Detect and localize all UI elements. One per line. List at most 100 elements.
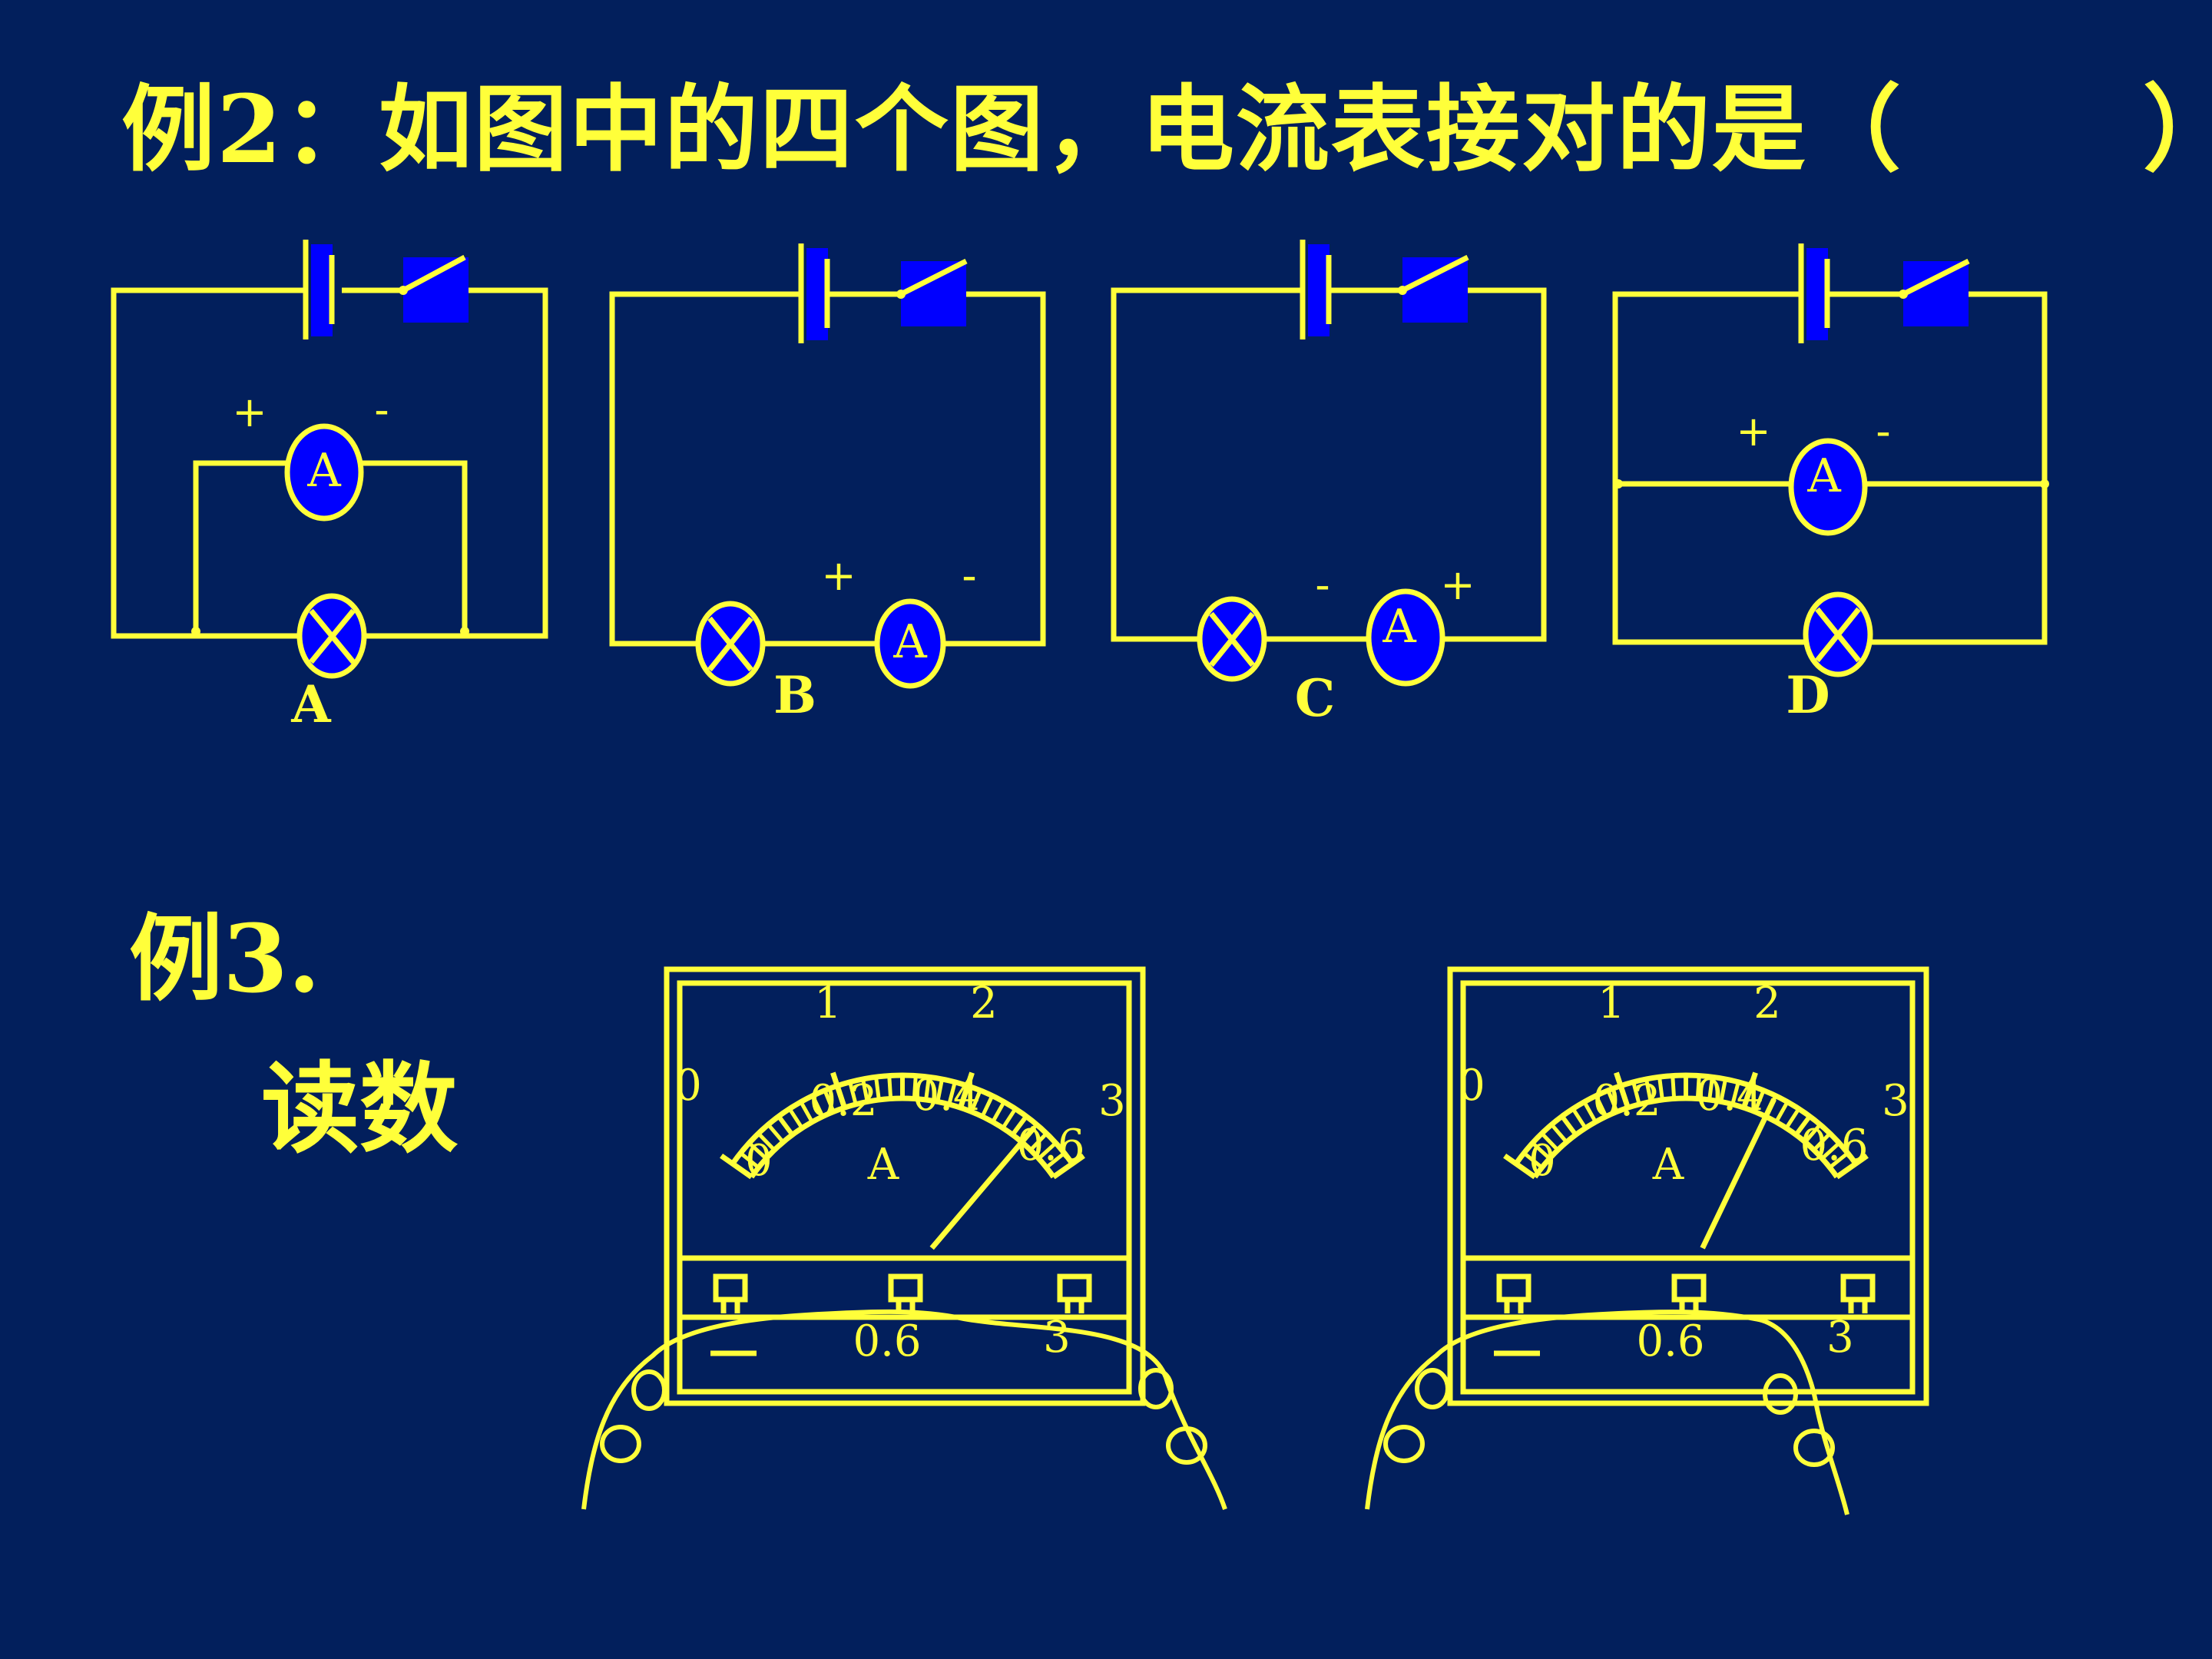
ammeter-dial-2: 0 1 2 3 0 0.2 0.4 0.6 A 0.6 3 bbox=[1365, 966, 1929, 1515]
lamp bbox=[296, 593, 367, 679]
scale-tick bbox=[1695, 1075, 1701, 1099]
scale-tick bbox=[1550, 1123, 1568, 1144]
lamp bbox=[1803, 591, 1873, 677]
scale-tick bbox=[1828, 1151, 1849, 1170]
plus-sign: + bbox=[1440, 561, 1475, 609]
circuit-label: C bbox=[1295, 668, 1336, 728]
ammeter-label: A bbox=[1382, 600, 1416, 654]
wire bbox=[609, 291, 800, 647]
ammeter: A bbox=[284, 423, 364, 522]
scale-tick bbox=[1730, 1081, 1740, 1105]
terminal bbox=[888, 1273, 923, 1313]
scale-tick bbox=[861, 1078, 869, 1102]
scale-tick bbox=[830, 1071, 847, 1109]
minus-sign: - bbox=[1315, 561, 1330, 609]
scale-small-06: 0.6 bbox=[1016, 1121, 1084, 1171]
wire bbox=[1111, 287, 1302, 642]
scale-big-1: 1 bbox=[814, 979, 842, 1028]
title-close-paren: ） bbox=[2143, 54, 2212, 190]
scale-big-0: 0 bbox=[674, 1061, 702, 1111]
scale-tick bbox=[1820, 1141, 1841, 1161]
unit-label: A bbox=[867, 1140, 899, 1190]
scale-tick bbox=[912, 1075, 918, 1099]
scale-tick bbox=[787, 1108, 804, 1130]
wire bbox=[945, 291, 1046, 647]
scale-tick bbox=[969, 1089, 982, 1113]
circuit-c: A - + C bbox=[1111, 240, 1547, 728]
scale-tick bbox=[1719, 1078, 1727, 1102]
scale-tick bbox=[1037, 1141, 1058, 1161]
circuit-label: A bbox=[290, 674, 331, 734]
lead-wires bbox=[1365, 1310, 1849, 1515]
ammeter-label: A bbox=[306, 444, 341, 498]
scale-tick bbox=[757, 1132, 777, 1152]
wire bbox=[1870, 291, 2048, 645]
ammeter: A bbox=[1788, 438, 1868, 536]
scale-small-06: 0.6 bbox=[1800, 1121, 1868, 1171]
scale-tick bbox=[739, 1151, 760, 1170]
scale-tick bbox=[1707, 1076, 1714, 1101]
scale-tick bbox=[767, 1123, 785, 1144]
scale-tick bbox=[1793, 1114, 1812, 1137]
battery bbox=[1798, 243, 1830, 343]
scale-tick bbox=[1540, 1132, 1560, 1152]
scale-big-0: 0 bbox=[1458, 1061, 1485, 1111]
ammeter: A bbox=[1366, 588, 1445, 687]
circuit-label: D bbox=[1786, 665, 1830, 725]
scale-small-0: 0 bbox=[745, 1136, 773, 1186]
battery bbox=[303, 240, 335, 339]
scale-tick bbox=[1741, 1071, 1758, 1109]
scale-tick bbox=[1522, 1151, 1544, 1170]
terminal bbox=[1840, 1273, 1876, 1313]
wire bbox=[1612, 291, 1806, 645]
lamp bbox=[1197, 596, 1267, 682]
scale-tick bbox=[1594, 1094, 1608, 1118]
wire bbox=[361, 460, 468, 631]
battery bbox=[1300, 240, 1332, 339]
minus-sign: - bbox=[962, 551, 977, 600]
scale-small-04: 0.4 bbox=[1695, 1071, 1763, 1121]
scale-tick bbox=[1531, 1141, 1551, 1161]
switch bbox=[896, 258, 968, 326]
scale-tick bbox=[777, 1114, 795, 1137]
scale-tick bbox=[848, 1081, 858, 1105]
terminal-06-label: 0.6 bbox=[853, 1316, 921, 1366]
scale-big-3: 3 bbox=[1882, 1076, 1909, 1126]
scale-tick bbox=[720, 1153, 753, 1180]
switch bbox=[1899, 258, 1970, 326]
scale-tick bbox=[958, 1071, 975, 1109]
scale-tick bbox=[1560, 1114, 1578, 1137]
scale-big-2: 2 bbox=[970, 979, 998, 1028]
ammeter-label: A bbox=[892, 615, 927, 669]
scale-tick bbox=[947, 1081, 957, 1105]
scale-tick bbox=[1045, 1151, 1066, 1170]
needle bbox=[1700, 1098, 1777, 1250]
circuit-label: B bbox=[773, 665, 816, 725]
example-3-subtitle: 读数 bbox=[261, 1051, 459, 1167]
scale-tick bbox=[1784, 1108, 1801, 1130]
lamp bbox=[695, 601, 766, 687]
scale-tick bbox=[1753, 1089, 1766, 1113]
wire bbox=[111, 287, 303, 639]
minus-sign: - bbox=[1876, 407, 1891, 455]
switch bbox=[1398, 254, 1469, 323]
terminal-3-label: 3 bbox=[1043, 1313, 1071, 1363]
scale-tick bbox=[1571, 1108, 1588, 1130]
scale-big-3: 3 bbox=[1098, 1076, 1126, 1126]
scale-tick bbox=[1010, 1114, 1028, 1137]
ammeter-dial-1: 0 1 2 3 0 0.2 0.4 0.6 A 0.6 3 bbox=[581, 966, 1227, 1510]
terminal-3-label: 3 bbox=[1826, 1313, 1854, 1363]
scale-tick bbox=[1835, 1153, 1869, 1180]
scale-tick bbox=[810, 1094, 825, 1118]
scale-tick bbox=[1051, 1153, 1085, 1180]
scale-tick bbox=[887, 1075, 893, 1099]
wire bbox=[1444, 287, 1547, 642]
terminal bbox=[1671, 1273, 1707, 1313]
scale-tick bbox=[1644, 1078, 1653, 1102]
question-title: 例2：如图中的四个图，电流表接对的是（ bbox=[121, 74, 1902, 184]
wire bbox=[363, 287, 548, 639]
scale-tick bbox=[823, 1089, 836, 1113]
scale-tick bbox=[1582, 1101, 1598, 1123]
scale-small-04: 0.4 bbox=[912, 1071, 980, 1121]
